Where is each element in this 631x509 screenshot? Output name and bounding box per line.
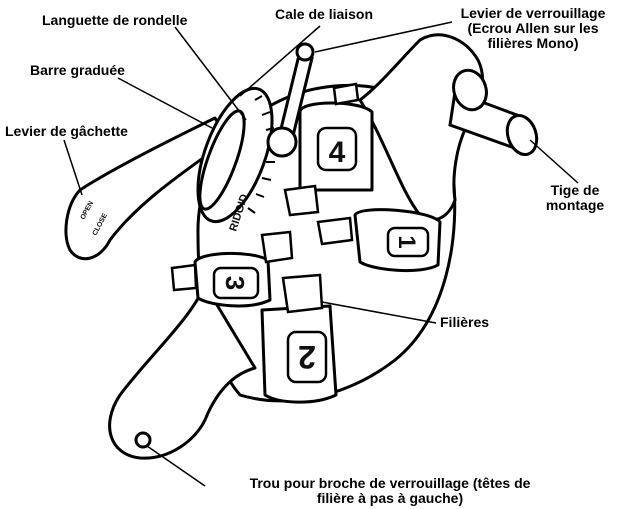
number-plate-1: [386, 226, 430, 258]
label-graduated-bar: Barre graduée: [30, 62, 125, 78]
label-locking-lever-line1: Levier de verrouillage: [460, 5, 606, 21]
label-mounting-post-line1: Tige de: [550, 182, 600, 198]
label-dies: Filières: [440, 314, 490, 330]
label-link-shim: Cale de liaison: [275, 6, 374, 22]
label-locking-pin-hole-line1: Trou pour broche de verrouillage (têtes …: [249, 475, 531, 491]
number-plate-2: [286, 330, 328, 384]
label-mounting-post-line2: montage: [545, 197, 605, 213]
label-locking-lever-line3: filières Mono): [487, 35, 579, 51]
label-locking-lever-line2: (Ecrou Allen sur les: [467, 20, 599, 36]
die-number-3: 3: [220, 276, 250, 290]
die-number-4: 4: [329, 136, 346, 169]
number-plate-3: [212, 266, 260, 300]
label-locking-pin-hole-line2: filière à pas à gauche): [316, 490, 464, 506]
label-mounting-post: Tige de montage: [530, 183, 620, 213]
label-washer-tab: Languette de rondelle: [42, 12, 188, 28]
dies: [170, 82, 360, 314]
mounting-post: [448, 68, 539, 157]
number-plate-4: [316, 126, 358, 172]
die-number-1: 1: [393, 235, 420, 248]
label-locking-pin-hole: Trou pour broche de verrouillage (têtes …: [195, 476, 585, 506]
leader-lines: [63, 21, 579, 487]
locking-pin-hole: [134, 431, 152, 449]
lower-arm: [108, 283, 257, 460]
trigger-lever: [64, 116, 230, 261]
label-trigger-lever: Levier de gâchette: [5, 123, 128, 139]
die-number-2: 2: [298, 339, 316, 375]
label-locking-lever: Levier de verrouillage (Ecrou Allen sur …: [438, 6, 628, 51]
locking-lever: [266, 42, 315, 158]
